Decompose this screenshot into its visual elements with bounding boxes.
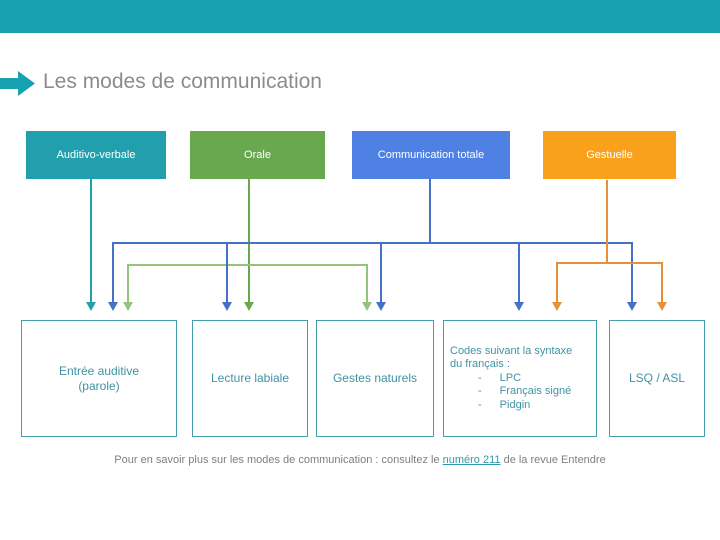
dash-bullet: - (478, 371, 482, 384)
result-box-line1: Entrée auditive (58, 363, 140, 378)
mode-box-gestuelle: Gestuelle (543, 131, 676, 179)
result-box-line2: (parole) (78, 378, 120, 393)
arrowhead-blue-3 (376, 302, 386, 311)
arrowhead-orange-left (552, 302, 562, 311)
connector-green-vertical (248, 179, 250, 302)
connector-teal-vertical (90, 179, 92, 302)
codes-item-label: Pidgin (499, 398, 531, 411)
mode-box-orale: Orale (190, 131, 325, 179)
result-box-lecture-labiale: Lecture labiale (192, 320, 308, 437)
codes-intro-line1: Codes suivant la syntaxe (450, 344, 573, 357)
dash-bullet: - (478, 398, 482, 411)
connector-orange-horizontal (556, 262, 663, 264)
result-box-gestes-naturels: Gestes naturels (316, 320, 434, 437)
footer-link-numero-211[interactable]: numéro 211 (442, 454, 501, 466)
codes-item-francais-signe: - Français signé (450, 385, 571, 399)
connector-orange-drop-left (556, 262, 558, 302)
connector-orange-drop-right (661, 262, 663, 302)
connector-lightgreen-drop-right (366, 264, 368, 302)
arrowhead-orange-right (657, 302, 667, 311)
arrow-bullet-icon (0, 71, 35, 96)
connector-lightgreen-drop-left (127, 264, 129, 302)
codes-item-label: Français signé (499, 385, 572, 398)
codes-item-label: LPC (499, 371, 522, 384)
title-row: Les modes de communication (0, 66, 720, 100)
result-box-label: Lecture labiale (210, 371, 290, 385)
result-box-entree-auditive: Entrée auditive (parole) (21, 320, 177, 437)
connector-blue-drop-1 (112, 242, 114, 302)
arrowhead-lightgreen-right (362, 302, 372, 311)
codes-item-pidgin: - Pidgin (450, 399, 530, 413)
codes-intro-line2: du français : (450, 358, 510, 371)
connector-blue-drop-5 (631, 242, 633, 302)
result-box-codes: Codes suivant la syntaxe du français : -… (443, 320, 597, 437)
connector-blue-horizontal (112, 242, 633, 244)
footer-text-after: de la revue Entendre (500, 454, 606, 466)
connector-blue-drop-4 (518, 242, 520, 302)
arrowhead-blue-1 (108, 302, 118, 311)
mode-box-communication-totale: Communication totale (352, 131, 510, 179)
arrowhead-blue-4 (514, 302, 524, 311)
result-box-label: LSQ / ASL (628, 371, 686, 385)
codes-item-lpc: - LPC (450, 372, 521, 386)
arrowhead-blue-2 (222, 302, 232, 311)
arrowhead-blue-5 (627, 302, 637, 311)
connector-orange-feed (606, 180, 608, 263)
connector-blue-feed (429, 179, 431, 243)
arrowhead-green (244, 302, 254, 311)
result-box-lsq-asl: LSQ / ASL (609, 320, 705, 437)
top-accent-bar (0, 0, 720, 33)
result-box-label: Gestes naturels (332, 371, 418, 385)
connector-lightgreen-horizontal (127, 264, 368, 266)
mode-box-auditivo-verbale: Auditivo-verbale (26, 131, 166, 179)
footer-note: Pour en savoir plus sur les modes de com… (0, 453, 720, 468)
page-title: Les modes de communication (43, 70, 322, 93)
connector-blue-drop-2 (226, 242, 228, 302)
arrowhead-lightgreen-left (123, 302, 133, 311)
arrowhead-teal (86, 302, 96, 311)
footer-text-before: Pour en savoir plus sur les modes de com… (114, 454, 443, 466)
connector-blue-drop-3 (380, 242, 382, 302)
dash-bullet: - (478, 385, 482, 398)
